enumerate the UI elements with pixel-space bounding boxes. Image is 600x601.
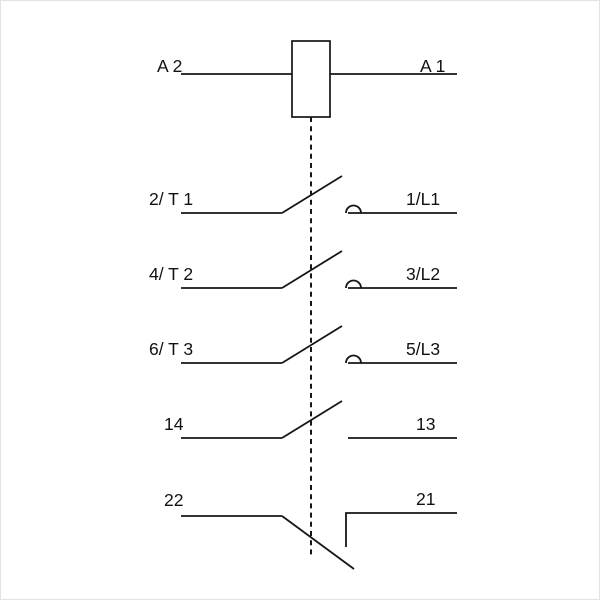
contact3-fixed-contact-arc (345, 354, 362, 364)
main-contact-2: 4/ T 2 3/L2 (149, 250, 457, 289)
contact5-right-wire-with-drop (345, 512, 457, 547)
main-contact-3: 6/ T 3 5/L3 (149, 325, 457, 364)
contact1-moving-blade (281, 175, 343, 214)
contact3-left-label: 6/ T 3 (149, 339, 193, 359)
contact1-right-label: 1/L1 (406, 189, 440, 209)
contact4-right-label: 13 (416, 414, 435, 434)
contact4-moving-blade (281, 400, 343, 439)
aux-contact-no: 14 13 (164, 400, 457, 439)
aux-contact-nc: 22 21 (164, 489, 457, 570)
contact1-left-label: 2/ T 1 (149, 189, 193, 209)
contact2-left-label: 4/ T 2 (149, 264, 193, 284)
main-contact-1: 2/ T 1 1/L1 (149, 175, 457, 214)
contact3-moving-blade (281, 325, 343, 364)
coil-terminal-a1-label: A 1 (420, 56, 445, 76)
coil-symbol (291, 40, 331, 118)
contact2-fixed-contact-arc (345, 279, 362, 289)
contact2-right-label: 3/L2 (406, 264, 440, 284)
coil-terminal-a2-label: A 2 (157, 56, 182, 76)
contact3-right-label: 5/L3 (406, 339, 440, 359)
contact1-fixed-contact-arc (345, 204, 362, 214)
contact5-left-label: 22 (164, 490, 183, 510)
contact4-left-label: 14 (164, 414, 184, 434)
contact5-moving-blade (281, 515, 355, 570)
contact2-moving-blade (281, 250, 343, 289)
contact5-right-label: 21 (416, 489, 435, 509)
coil-section: A 2 A 1 (157, 40, 457, 118)
